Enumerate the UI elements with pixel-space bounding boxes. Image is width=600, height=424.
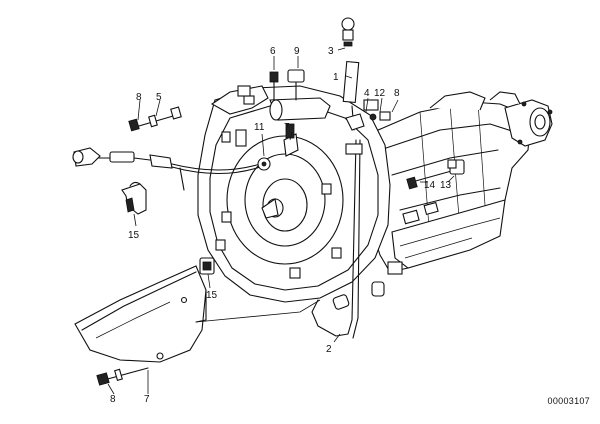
bracket-15 — [121, 181, 147, 215]
bolts-6-9 — [269, 69, 305, 101]
cover-plate-7 — [74, 265, 321, 363]
callout-8-lower: 8 — [110, 394, 116, 405]
diagram-reference-number: 00003107 — [547, 396, 590, 406]
callout-labels: 1 2 3 4 5 6 7 7 8 8 8 9 11 12 13 14 15 1… — [110, 46, 452, 405]
bolt-8-lower — [96, 367, 149, 386]
gearbox-case — [354, 91, 553, 297]
selector-cable — [72, 147, 271, 191]
callout-1: 1 — [333, 72, 339, 83]
callout-7-upper: 7 — [284, 122, 290, 133]
callout-8-upper-right: 8 — [394, 88, 400, 99]
callout-4: 4 — [364, 88, 370, 99]
callout-9: 9 — [294, 46, 300, 57]
callout-11: 11 — [254, 122, 265, 133]
callout-15-lower: 15 — [206, 290, 218, 301]
callout-13: 13 — [440, 180, 452, 191]
callout-7-lower: 7 — [144, 394, 150, 405]
callout-15-left: 15 — [128, 230, 140, 241]
bell-housing — [197, 85, 391, 303]
callout-8-upper-left: 8 — [136, 92, 142, 103]
leader-lines — [107, 47, 455, 395]
callout-3: 3 — [328, 46, 334, 57]
callout-2: 2 — [326, 344, 332, 355]
dipstick-tube — [311, 17, 391, 339]
callout-6: 6 — [270, 46, 276, 57]
mount-15-lower — [199, 257, 215, 275]
callout-12: 12 — [374, 88, 386, 99]
bolts-13-14 — [406, 159, 465, 190]
bolt-8-upper — [128, 106, 182, 132]
callout-5: 5 — [156, 92, 162, 103]
callout-14: 14 — [424, 180, 436, 191]
